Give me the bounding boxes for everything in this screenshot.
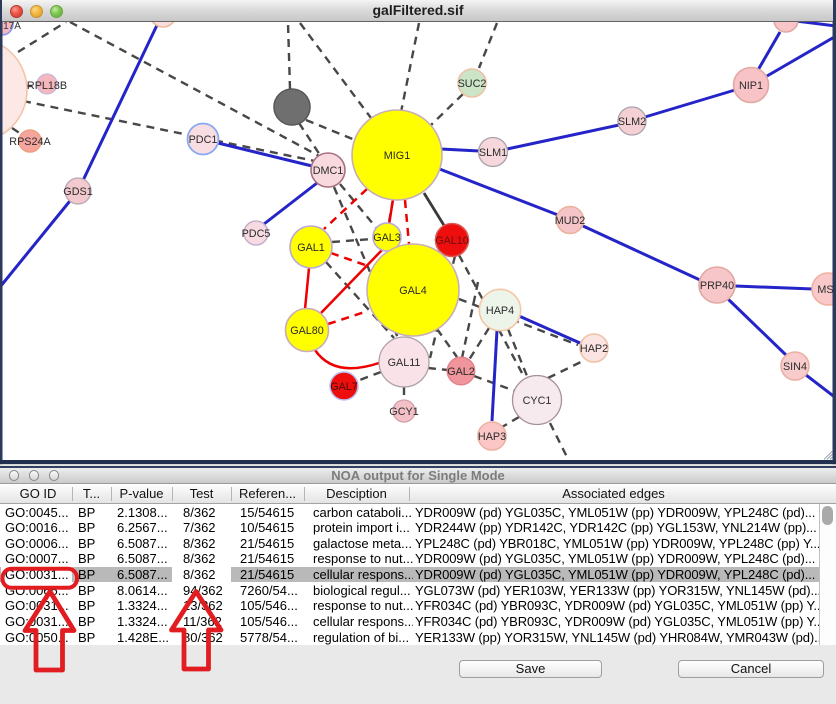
svg-text:PRP40: PRP40 [700, 280, 734, 292]
svg-text:GAL1: GAL1 [297, 242, 325, 254]
svg-text:SUC2: SUC2 [458, 78, 487, 90]
svg-text:PDC1: PDC1 [189, 134, 218, 146]
svg-text:SIN4: SIN4 [783, 361, 807, 373]
svg-text:RPS24A: RPS24A [9, 136, 51, 148]
svg-text:GAL11: GAL11 [388, 357, 421, 369]
svg-text:DMC1: DMC1 [313, 165, 344, 177]
svg-text:SLM1: SLM1 [479, 147, 507, 159]
svg-text:GAL4: GAL4 [399, 285, 427, 297]
svg-text:MUD2: MUD2 [555, 215, 586, 227]
svg-text:RPL18B: RPL18B [27, 80, 67, 92]
svg-text:CYC1: CYC1 [523, 395, 552, 407]
svg-text:MIG1: MIG1 [384, 150, 410, 162]
svg-text:HAP2: HAP2 [580, 343, 608, 355]
svg-text:GAL2: GAL2 [447, 366, 475, 378]
svg-text:NIP1: NIP1 [739, 80, 763, 92]
svg-text:MSI1: MSI1 [817, 284, 836, 296]
svg-text:SLM2: SLM2 [618, 116, 646, 128]
svg-text:GCY1: GCY1 [389, 406, 418, 418]
svg-text:GAL80: GAL80 [290, 325, 324, 337]
svg-text:GDS1: GDS1 [63, 186, 92, 198]
svg-text:GAL10: GAL10 [435, 235, 469, 247]
svg-text:GAL7: GAL7 [330, 381, 358, 393]
svg-text:PDC5: PDC5 [242, 228, 271, 240]
svg-text:HAP3: HAP3 [478, 431, 506, 443]
svg-text:GAL3: GAL3 [373, 232, 401, 244]
svg-text:17A: 17A [3, 22, 21, 32]
svg-text:HAP4: HAP4 [486, 305, 514, 317]
